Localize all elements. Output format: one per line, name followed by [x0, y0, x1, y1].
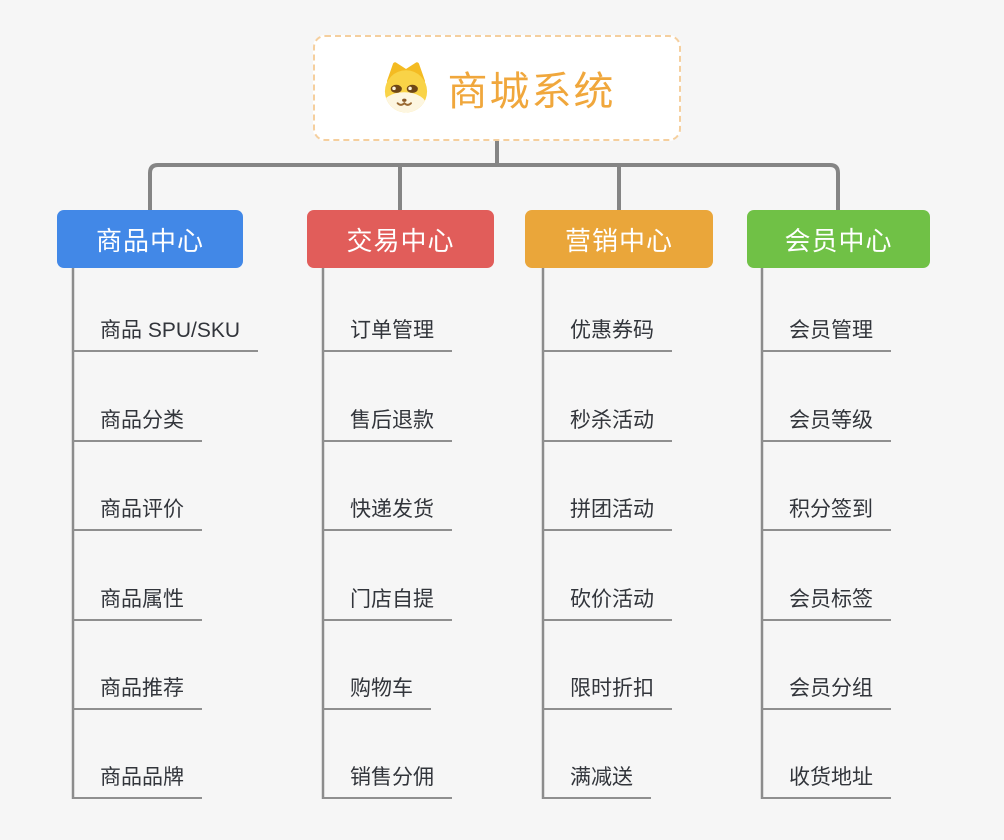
leaf-node[interactable]: 会员标签: [762, 588, 891, 621]
leaf-node[interactable]: 购物车: [323, 677, 431, 710]
root-node-label: 商城系统: [447, 70, 616, 114]
leaf-node[interactable]: 会员等级: [762, 409, 891, 442]
leaf-node[interactable]: 砍价活动: [543, 588, 672, 621]
leaf-node[interactable]: 秒杀活动: [543, 409, 672, 442]
leaf-node[interactable]: 商品评价: [73, 498, 202, 531]
leaf-node[interactable]: 门店自提: [323, 588, 452, 621]
leaf-node[interactable]: 快递发货: [323, 498, 452, 531]
leaf-node[interactable]: 积分签到: [762, 498, 891, 531]
leaf-node[interactable]: 售后退款: [323, 409, 452, 442]
branch-node-marketing-center[interactable]: 营销中心: [525, 210, 713, 268]
branch-node-trade-center[interactable]: 交易中心: [307, 210, 494, 268]
leaf-node[interactable]: 会员管理: [762, 319, 891, 352]
leaf-node[interactable]: 商品 SPU/SKU: [73, 319, 259, 352]
leaf-node[interactable]: 优惠券码: [543, 319, 672, 352]
leaf-node[interactable]: 拼团活动: [543, 498, 672, 531]
branch-node-member-center[interactable]: 会员中心: [747, 210, 930, 268]
leaf-node[interactable]: 限时折扣: [543, 677, 672, 710]
leaf-node[interactable]: 商品属性: [73, 588, 202, 621]
branch-node-product-center[interactable]: 商品中心: [57, 210, 243, 268]
doge-dog-icon: [384, 62, 427, 113]
leaf-node[interactable]: 商品品牌: [73, 766, 202, 799]
leaf-node[interactable]: 商品分类: [73, 409, 202, 442]
leaf-node[interactable]: 收货地址: [762, 766, 891, 799]
leaf-node[interactable]: 销售分佣: [323, 766, 452, 799]
leaf-node[interactable]: 商品推荐: [73, 677, 202, 710]
branch-bus-line: [148, 163, 840, 210]
leaf-node[interactable]: 会员分组: [762, 677, 891, 710]
root-node-mall-system[interactable]: 商城系统: [313, 35, 681, 141]
leaf-node[interactable]: 满减送: [543, 766, 651, 799]
leaf-node[interactable]: 订单管理: [323, 319, 452, 352]
